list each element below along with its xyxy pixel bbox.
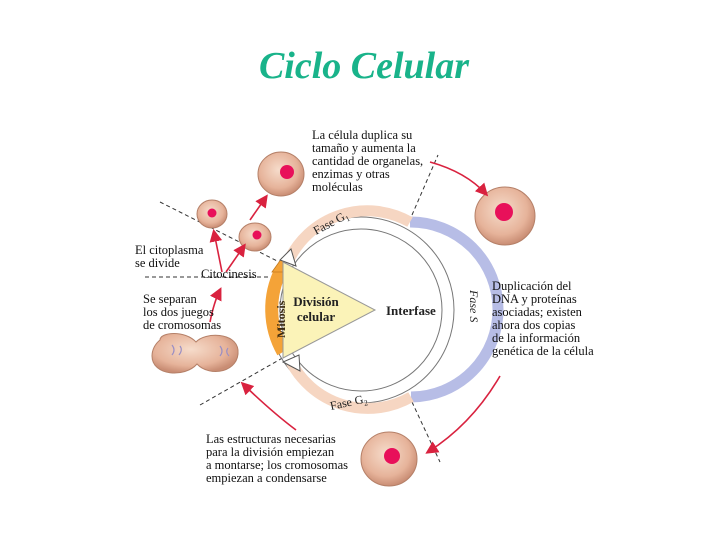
page-title: Ciclo Celular <box>258 45 470 87</box>
cell-small-2 <box>238 222 272 252</box>
nucleus <box>384 448 400 464</box>
mitosis-band <box>265 267 289 356</box>
division-label-line2: celular <box>297 309 335 324</box>
dashed-line <box>411 154 439 216</box>
nucleus <box>207 208 217 218</box>
arrow-up-from-dividing <box>209 287 222 323</box>
arrow-to-small-cell-1 <box>209 228 223 273</box>
g2-phase-band <box>285 357 414 414</box>
division-wedge <box>282 261 377 359</box>
arrow-to-right-cell <box>429 161 489 197</box>
g2-structures-note: Las estructuras necesarias para la divis… <box>206 432 348 485</box>
dividing-cell <box>151 333 239 374</box>
arrow-to-small-cell-2 <box>225 243 246 273</box>
g1-arrowhead <box>279 248 297 267</box>
nucleus <box>252 230 262 240</box>
cell-small-1 <box>196 199 228 229</box>
g1-phase-band <box>282 205 413 265</box>
cytoplasm-note: El citoplasma se divide <box>135 243 204 270</box>
dashed-line <box>199 347 301 406</box>
dna-duplication-note: Duplicación del DNA y proteínas asociada… <box>492 279 594 358</box>
division-label-line1: División <box>293 294 339 309</box>
nucleus <box>280 165 294 179</box>
g2-arrowhead <box>281 354 301 372</box>
cell-top-left <box>257 151 305 197</box>
nucleus <box>495 203 513 221</box>
arrow-to-dividing-cell <box>240 381 297 431</box>
growth-note: La célula duplica su tamaño y aumenta la… <box>312 128 424 194</box>
phase-g2-label: Fase G2 <box>329 391 369 414</box>
cell-right <box>474 186 536 246</box>
arrow-to-bottom-cell <box>425 375 501 454</box>
arrow-to-top-cell <box>249 194 268 221</box>
chromosomes <box>171 344 230 357</box>
s-phase-band <box>409 216 504 403</box>
mitosis-label: Mitosis <box>274 300 288 338</box>
phase-s-label: Fase S <box>467 289 481 322</box>
cytokinesis-label: Citocinesis <box>201 267 257 281</box>
cell-bottom <box>360 431 418 487</box>
chromosome-separation-note: Se separan los dos juegos de cromosomas <box>143 292 222 332</box>
interphase-label: Interfase <box>386 303 436 318</box>
